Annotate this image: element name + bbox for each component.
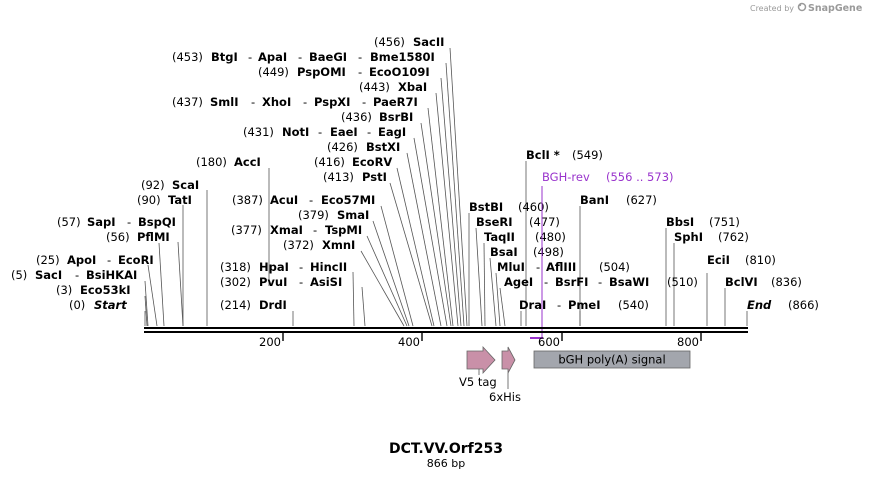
site-lines	[144, 47, 748, 327]
site-label-r449[interactable]: (449) PspOMI - EcoO109I	[258, 65, 430, 79]
site-label-r416[interactable]: (416) EcoRV	[314, 155, 392, 169]
site-label-r504[interactable]: MluI - AflIII (504)	[497, 260, 630, 274]
site-label-r866[interactable]: End (866)	[747, 298, 819, 312]
site-label-r56[interactable]: (56) PflMI	[106, 230, 170, 244]
credit-brand: SnapGene	[808, 3, 862, 14]
tick-label-400: 400	[398, 335, 420, 349]
site-label-r318[interactable]: (318) HpaI - HincII	[220, 260, 347, 274]
site-label-r5[interactable]: (5) SacI - BsiHKAI	[11, 268, 137, 282]
site-label-r627[interactable]: BanI (627)	[580, 193, 657, 207]
bgh-polya-box	[533, 350, 691, 369]
site-label-r25[interactable]: (25) ApoI - EcoRI	[36, 253, 154, 267]
site-labels: (456) SacII (453) BtgI - ApaI - BaeGI - …	[11, 35, 819, 312]
site-label-r180[interactable]: (180) AccI	[196, 155, 261, 169]
backbone	[144, 327, 748, 333]
snapgene-logo-icon	[797, 2, 807, 12]
credit-text: Created by	[750, 4, 794, 13]
site-label-r549[interactable]: BclI * (549)	[526, 148, 603, 162]
site-label-r379[interactable]: (379) SmaI	[298, 208, 369, 222]
tick-label-200: 200	[259, 335, 281, 349]
tick-label-600: 600	[538, 335, 560, 349]
backbone-ticks	[282, 332, 702, 341]
site-label-r510[interactable]: AgeI - BsrFI - BsaWI (510)	[504, 275, 698, 289]
site-label-r426[interactable]: (426) BstXI	[327, 140, 400, 154]
site-label-r751[interactable]: BbsI (751)	[666, 215, 740, 229]
site-label-r413[interactable]: (413) PstI	[323, 170, 387, 184]
backbone-tick-labels: 200 400 600 800	[259, 335, 699, 349]
site-label-r443[interactable]: (443) XbaI	[359, 80, 427, 94]
site-label-r3[interactable]: (3) Eco53kI	[56, 283, 131, 297]
site-label-r836[interactable]: BclVI (836)	[725, 275, 802, 289]
map-length: 866 bp	[427, 457, 465, 470]
site-label-r436[interactable]: (436) BsrBI	[341, 110, 413, 124]
feature-bgh-polya[interactable]: bGH poly(A) signal	[533, 350, 691, 369]
tick-label-800: 800	[677, 335, 699, 349]
site-label-r214[interactable]: (214) DrdI	[220, 298, 287, 312]
site-label-r90[interactable]: (90) TatI	[137, 193, 192, 207]
site-label-r498[interactable]: BsaI (498)	[490, 245, 564, 259]
site-label-r57[interactable]: (57) SapI - BspQI	[57, 215, 176, 229]
site-label-r92[interactable]: (92) ScaI	[141, 178, 199, 192]
site-label-r477[interactable]: BseRI (477)	[476, 215, 560, 229]
site-label-r302[interactable]: (302) PvuI - AsiSI	[220, 275, 342, 289]
site-label-r810[interactable]: EciI (810)	[707, 253, 776, 267]
site-label-r387[interactable]: (387) AcuI - Eco57MI	[232, 193, 375, 207]
primer-label: BGH-rev (556 .. 573)	[542, 170, 674, 184]
6xhis-arrow-icon	[501, 346, 516, 374]
bgh-polya-label: bGH poly(A) signal	[558, 353, 665, 367]
site-label-r372[interactable]: (372) XmnI	[283, 238, 355, 252]
site-label-r431[interactable]: (431) NotI - EaeI - EagI	[243, 125, 406, 139]
v5-tag-label: V5 tag	[459, 375, 497, 389]
feature-v5-tag[interactable]: V5 tag	[459, 345, 497, 389]
site-label-r0[interactable]: (0) Start	[69, 298, 127, 312]
6xhis-label: 6xHis	[489, 390, 521, 404]
map-title: DCT.VV.Orf253	[389, 441, 503, 457]
site-label-r460[interactable]: BstBI (460)	[469, 200, 549, 214]
site-label-r480[interactable]: TaqII (480)	[484, 230, 566, 244]
site-label-r762[interactable]: SphI (762)	[674, 230, 749, 244]
site-label-r453[interactable]: (453) BtgI - ApaI - BaeGI - Bme1580I	[172, 50, 435, 64]
site-label-r377[interactable]: (377) XmaI - TspMI	[231, 223, 362, 237]
site-label-r437[interactable]: (437) SmlI - XhoI - PspXI - PaeR7I	[172, 95, 418, 109]
primer-bgh-rev[interactable]: BGH-rev (556 .. 573)	[530, 170, 674, 339]
site-label-r540[interactable]: DraI - PmeI (540)	[519, 298, 649, 312]
site-label-r456[interactable]: (456) SacII	[374, 35, 444, 49]
v5-tag-arrow-icon	[466, 345, 496, 375]
feature-6xhis[interactable]: 6xHis	[489, 346, 521, 404]
